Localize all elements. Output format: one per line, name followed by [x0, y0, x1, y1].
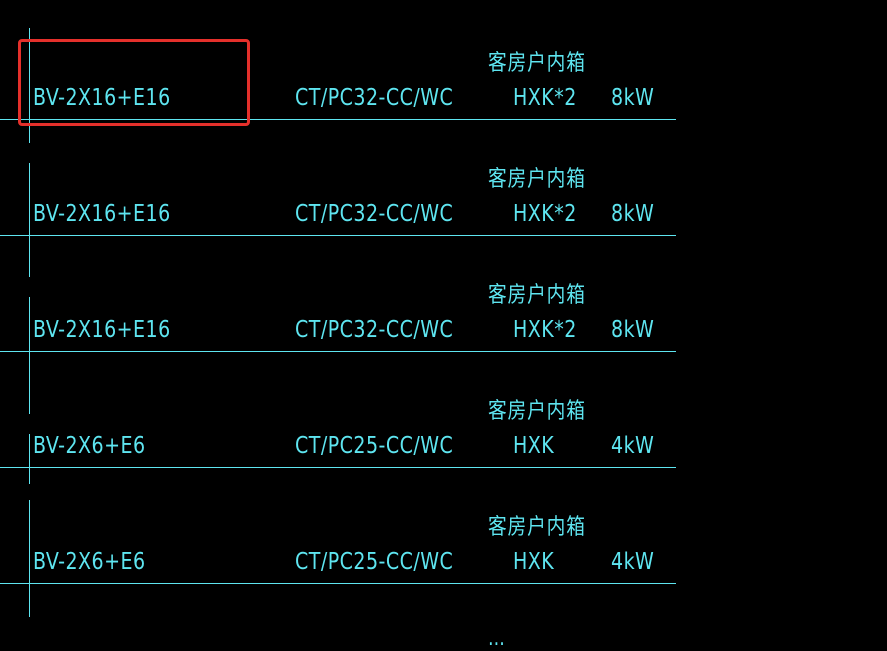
cable-spec[interactable]: BV-2X6+E6 — [33, 549, 146, 575]
box-label: 客房户内箱 — [488, 167, 586, 192]
box-code[interactable]: HXK*2 — [513, 317, 577, 343]
circuit-line — [0, 351, 676, 352]
conduit-spec[interactable]: CT/PC32-CC/WC — [295, 85, 454, 111]
selection-highlight — [18, 39, 250, 126]
conduit-spec[interactable]: CT/PC25-CC/WC — [295, 549, 454, 575]
conduit-spec[interactable]: CT/PC32-CC/WC — [295, 317, 454, 343]
box-label-partial: … — [488, 626, 506, 651]
circuit-line — [0, 235, 676, 236]
conduit-spec[interactable]: CT/PC25-CC/WC — [295, 433, 454, 459]
bus-line-segment — [29, 500, 30, 617]
circuit-line — [0, 583, 676, 584]
power-rating[interactable]: 4kW — [611, 549, 655, 575]
box-label: 客房户内箱 — [488, 51, 586, 76]
bus-line-segment — [29, 163, 30, 277]
power-rating[interactable]: 8kW — [611, 85, 655, 111]
bus-line-segment — [29, 434, 30, 484]
cable-spec[interactable]: BV-2X16+E16 — [33, 201, 171, 227]
box-code[interactable]: HXK*2 — [513, 201, 577, 227]
circuit-line — [0, 119, 676, 120]
box-code[interactable]: HXK*2 — [513, 85, 577, 111]
cable-spec[interactable]: BV-2X16+E16 — [33, 85, 171, 111]
bus-line-segment — [29, 297, 30, 414]
circuit-line — [0, 467, 676, 468]
conduit-spec[interactable]: CT/PC32-CC/WC — [295, 201, 454, 227]
box-code[interactable]: HXK — [513, 549, 555, 575]
bus-line-segment — [29, 28, 30, 143]
cable-spec[interactable]: BV-2X6+E6 — [33, 433, 146, 459]
box-label: 客房户内箱 — [488, 515, 586, 540]
power-rating[interactable]: 8kW — [611, 317, 655, 343]
power-rating[interactable]: 8kW — [611, 201, 655, 227]
power-rating[interactable]: 4kW — [611, 433, 655, 459]
box-label: 客房户内箱 — [488, 283, 586, 308]
cable-spec[interactable]: BV-2X16+E16 — [33, 317, 171, 343]
box-code[interactable]: HXK — [513, 433, 555, 459]
box-label: 客房户内箱 — [488, 399, 586, 424]
